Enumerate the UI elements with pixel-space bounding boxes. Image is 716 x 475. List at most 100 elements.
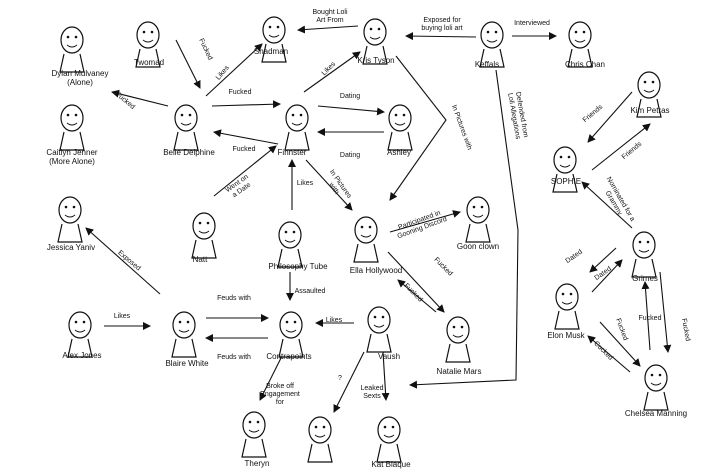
edge-finnster-belle: Fucked [213, 129, 279, 153]
edge-label: Fucked [114, 91, 136, 111]
node-ashley: Ashley [387, 104, 413, 157]
node-katblaque: Kat Blaque [371, 416, 411, 469]
edge-chelsea-grimes: Fucked [639, 281, 662, 351]
edge-blaire-contrapoints: Feuds with [206, 295, 269, 322]
character-icon [353, 216, 379, 263]
edge-label: Interviewed [514, 20, 550, 27]
node-dylan: Dylan Mulvaney(Alone) [52, 26, 108, 87]
edge-arrow [303, 51, 361, 93]
edge-label: Fucked [432, 256, 453, 277]
edge-belle-finnster: Fucked [211, 89, 281, 109]
edge-label: Dated [564, 248, 583, 265]
node-label: Twomad [134, 58, 164, 67]
node-label: Theryn [245, 459, 270, 468]
edge-label: In Pictures with [450, 104, 473, 151]
edge-label: Likes [326, 317, 343, 324]
node-ella: Ella Hollywood [350, 216, 402, 275]
edge-arrow [659, 271, 672, 353]
node-label: Caitlyn Jenner(More Alone) [46, 148, 97, 166]
node-label: Ella Hollywood [350, 266, 402, 275]
node-label: Natt [193, 255, 208, 264]
edge-arrow [591, 259, 623, 293]
edge-alexjones-blaire: Likes [104, 313, 151, 330]
edge-arrow [213, 129, 279, 145]
character-icon [173, 104, 199, 151]
node-label: Jessica Yaniv [47, 243, 95, 252]
character-icon [57, 196, 83, 243]
node-horse [307, 416, 333, 463]
character-icon [277, 221, 303, 268]
node-chrischan: Chris Chan [565, 21, 605, 69]
character-icon [366, 306, 392, 353]
edge-label: Feuds with [217, 354, 251, 361]
edge-label: Went ona Date [225, 173, 255, 200]
edge-arrow [333, 351, 365, 413]
edge-arrow [599, 321, 641, 367]
edge-belle-twomad: Fucked [111, 89, 169, 111]
node-natt: Natt [191, 212, 217, 264]
character-icon [59, 26, 85, 73]
edge-grimes-chelsea: Fucked [659, 271, 691, 353]
node-shadman: Shadman [254, 16, 288, 63]
edge-arrow [409, 69, 519, 389]
node-label: Vaush [378, 352, 400, 361]
character-icon [554, 283, 580, 330]
edge-arrow [641, 281, 651, 351]
node-natalie: Natalie Mars [437, 316, 482, 376]
node-label: Kris Tyson [357, 56, 394, 65]
edge-label: Fucked [614, 317, 628, 341]
edge-vaush-horse: ? [333, 351, 365, 413]
edge-natt-finnster: Went ona Date [213, 145, 277, 200]
node-label: Shadman [254, 47, 288, 56]
node-label: Contrapoints [266, 352, 311, 361]
edge-philosophytube-finnster: Likes [288, 159, 314, 210]
edge-label: Fucked [229, 89, 252, 96]
edge-grimes-sophie: Nominated for aGrammy [581, 176, 636, 229]
node-label: Kim Petras [630, 106, 669, 115]
character-icon [191, 212, 217, 259]
node-label: Kat Blaque [371, 460, 411, 469]
node-kimpetras: Kim Petras [630, 71, 670, 118]
node-finnster: Finnster [278, 104, 310, 157]
node-label: Elon Musk [547, 331, 585, 340]
edge-label: Dating [340, 93, 360, 100]
edge-sophie-kimpetras: Friends [591, 123, 651, 171]
character-icon [445, 316, 471, 363]
node-label: Alex Jones [62, 351, 101, 360]
character-icon [59, 104, 85, 151]
edge-label: Dating [340, 152, 360, 159]
node-label: Blaire White [165, 359, 209, 368]
edge-label: Fucked [639, 315, 662, 322]
edge-natalie-ella: Fucked [397, 279, 437, 313]
edge-arrow [591, 123, 651, 171]
edge-arrow [305, 159, 353, 211]
node-belle: Belle Delphine [163, 104, 215, 157]
character-icon [241, 411, 267, 458]
edge-arrow [211, 100, 281, 109]
node-label: Finnster [278, 148, 307, 157]
edge-finnster-kris: Likes [303, 51, 361, 93]
edge-label: Friends [621, 140, 644, 161]
edge-label: Fucked [233, 146, 256, 153]
node-theryn: Theryn [241, 411, 270, 468]
node-vaush: Vaush [366, 306, 400, 361]
edge-label: ? [338, 375, 342, 382]
horse-icon [307, 416, 333, 463]
edge-arrow [111, 89, 169, 107]
edge-label: Participated inGooning Discord [394, 208, 448, 240]
edge-arrow [297, 25, 359, 34]
edge-arrow [589, 247, 617, 273]
character-icon [171, 311, 197, 358]
character-icon [643, 364, 669, 411]
edge-elon-grimes: Dated [591, 259, 623, 293]
node-contrapoints: Contrapoints [266, 311, 312, 361]
edge-label: Cucked [592, 340, 614, 362]
node-label: Goon clown [457, 242, 499, 251]
node-label: Grimes [632, 274, 658, 283]
edge-ella-natalie: Fucked [387, 251, 454, 313]
node-label: Natalie Mars [437, 367, 482, 376]
